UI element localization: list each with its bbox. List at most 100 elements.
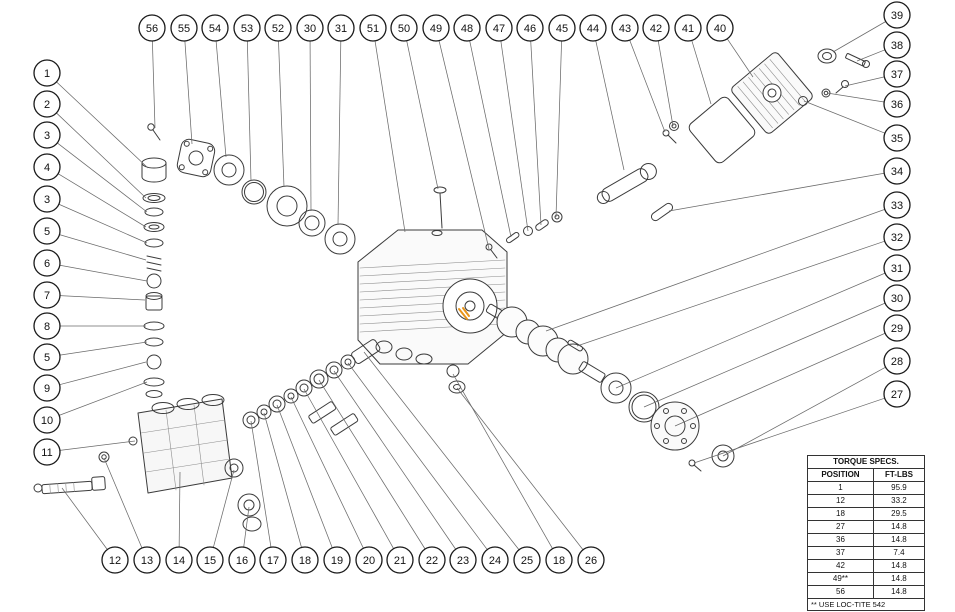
callout-1: 1 bbox=[33, 59, 61, 87]
leader-line-13 bbox=[103, 457, 143, 549]
callout-23: 23 bbox=[449, 546, 477, 574]
callout-number: 26 bbox=[585, 555, 597, 567]
callout-19: 19 bbox=[323, 546, 351, 574]
callout-number: 30 bbox=[304, 23, 316, 35]
callout-9: 9 bbox=[33, 374, 61, 402]
leader-line-36 bbox=[826, 92, 885, 103]
callout-40: 40 bbox=[706, 14, 734, 42]
callout-number: 50 bbox=[398, 23, 410, 35]
leader-line-10 bbox=[59, 381, 148, 416]
leader-line-33 bbox=[545, 209, 885, 332]
callout-number: 35 bbox=[891, 133, 903, 145]
callout-number: 53 bbox=[241, 23, 253, 35]
callout-50: 50 bbox=[390, 14, 418, 42]
callout-43: 43 bbox=[611, 14, 639, 42]
callout-number: 22 bbox=[426, 555, 438, 567]
callout-14: 14 bbox=[165, 546, 193, 574]
callout-12: 12 bbox=[101, 546, 129, 574]
callout-20: 20 bbox=[355, 546, 383, 574]
dipstick bbox=[433, 186, 447, 229]
callout-7: 7 bbox=[33, 281, 61, 309]
callout-number: 30 bbox=[891, 293, 903, 305]
callout-45: 45 bbox=[548, 14, 576, 42]
leader-line-30 bbox=[309, 40, 312, 212]
callout-number: 40 bbox=[714, 23, 726, 35]
callout-number: 54 bbox=[209, 23, 221, 35]
torque-table-footnote: ** USE LOC-TITE 542 bbox=[807, 597, 925, 612]
callout-18: 18 bbox=[545, 546, 573, 574]
callout-51: 51 bbox=[359, 14, 387, 42]
leader-line-3 bbox=[57, 142, 148, 213]
callout-number: 2 bbox=[44, 99, 50, 111]
leader-line-25 bbox=[363, 351, 520, 550]
callout-number: 4 bbox=[44, 162, 50, 174]
leader-line-17 bbox=[250, 420, 272, 548]
leader-line-12 bbox=[61, 487, 108, 550]
callout-34: 34 bbox=[883, 157, 911, 185]
callout-36: 36 bbox=[883, 90, 911, 118]
callout-10: 10 bbox=[33, 406, 61, 434]
piston-pin bbox=[650, 202, 674, 222]
callout-number: 18 bbox=[553, 555, 565, 567]
bearing-flange-set bbox=[147, 123, 356, 255]
leader-line-26 bbox=[456, 387, 584, 550]
callout-16: 16 bbox=[228, 546, 256, 574]
leader-line-11 bbox=[59, 440, 136, 451]
callout-number: 52 bbox=[272, 23, 284, 35]
torque-col-ftlbs: FT-LBS bbox=[872, 468, 926, 482]
callout-number: 36 bbox=[891, 99, 903, 111]
leader-line-4 bbox=[57, 173, 147, 228]
callout-number: 18 bbox=[299, 555, 311, 567]
leader-line-44 bbox=[595, 40, 625, 171]
callout-39: 39 bbox=[883, 1, 911, 29]
leader-line-27 bbox=[693, 397, 885, 464]
callout-number: 23 bbox=[457, 555, 469, 567]
callout-31: 31 bbox=[327, 14, 355, 42]
crankshaft-key bbox=[567, 339, 583, 352]
leader-line-5 bbox=[59, 234, 147, 261]
leader-line-46 bbox=[530, 40, 542, 226]
leader-line-47 bbox=[500, 40, 529, 232]
leader-line-50 bbox=[406, 40, 439, 190]
callout-6: 6 bbox=[33, 249, 61, 277]
callout-number: 37 bbox=[891, 69, 903, 81]
callout-number: 56 bbox=[146, 23, 158, 35]
callout-49: 49 bbox=[422, 14, 450, 42]
callout-number: 51 bbox=[367, 23, 379, 35]
leader-line-6 bbox=[59, 264, 148, 282]
callout-number: 11 bbox=[41, 447, 52, 459]
callout-27: 27 bbox=[883, 380, 911, 408]
callout-47: 47 bbox=[485, 14, 513, 42]
callout-number: 12 bbox=[109, 555, 121, 567]
callout-5: 5 bbox=[33, 217, 61, 245]
leader-line-15 bbox=[212, 469, 235, 548]
leader-line-24 bbox=[347, 362, 488, 550]
callout-number: 3 bbox=[44, 194, 50, 206]
callout-5: 5 bbox=[33, 343, 61, 371]
leader-line-20 bbox=[290, 396, 364, 549]
manifold-plugs bbox=[224, 458, 262, 532]
callout-number: 47 bbox=[493, 23, 505, 35]
leader-line-49 bbox=[438, 40, 490, 250]
callout-26: 26 bbox=[577, 546, 605, 574]
callout-46: 46 bbox=[516, 14, 544, 42]
callout-18: 18 bbox=[291, 546, 319, 574]
callout-number: 7 bbox=[44, 290, 50, 302]
callout-53: 53 bbox=[233, 14, 261, 42]
callout-number: 45 bbox=[556, 23, 568, 35]
callout-41: 41 bbox=[674, 14, 702, 42]
callout-55: 55 bbox=[170, 14, 198, 42]
leader-line-37 bbox=[844, 76, 885, 87]
callout-44: 44 bbox=[579, 14, 607, 42]
leader-line-23 bbox=[333, 370, 456, 550]
callout-3: 3 bbox=[33, 121, 61, 149]
callout-number: 20 bbox=[363, 555, 375, 567]
callout-number: 17 bbox=[267, 555, 279, 567]
leader-line-1 bbox=[56, 81, 149, 169]
